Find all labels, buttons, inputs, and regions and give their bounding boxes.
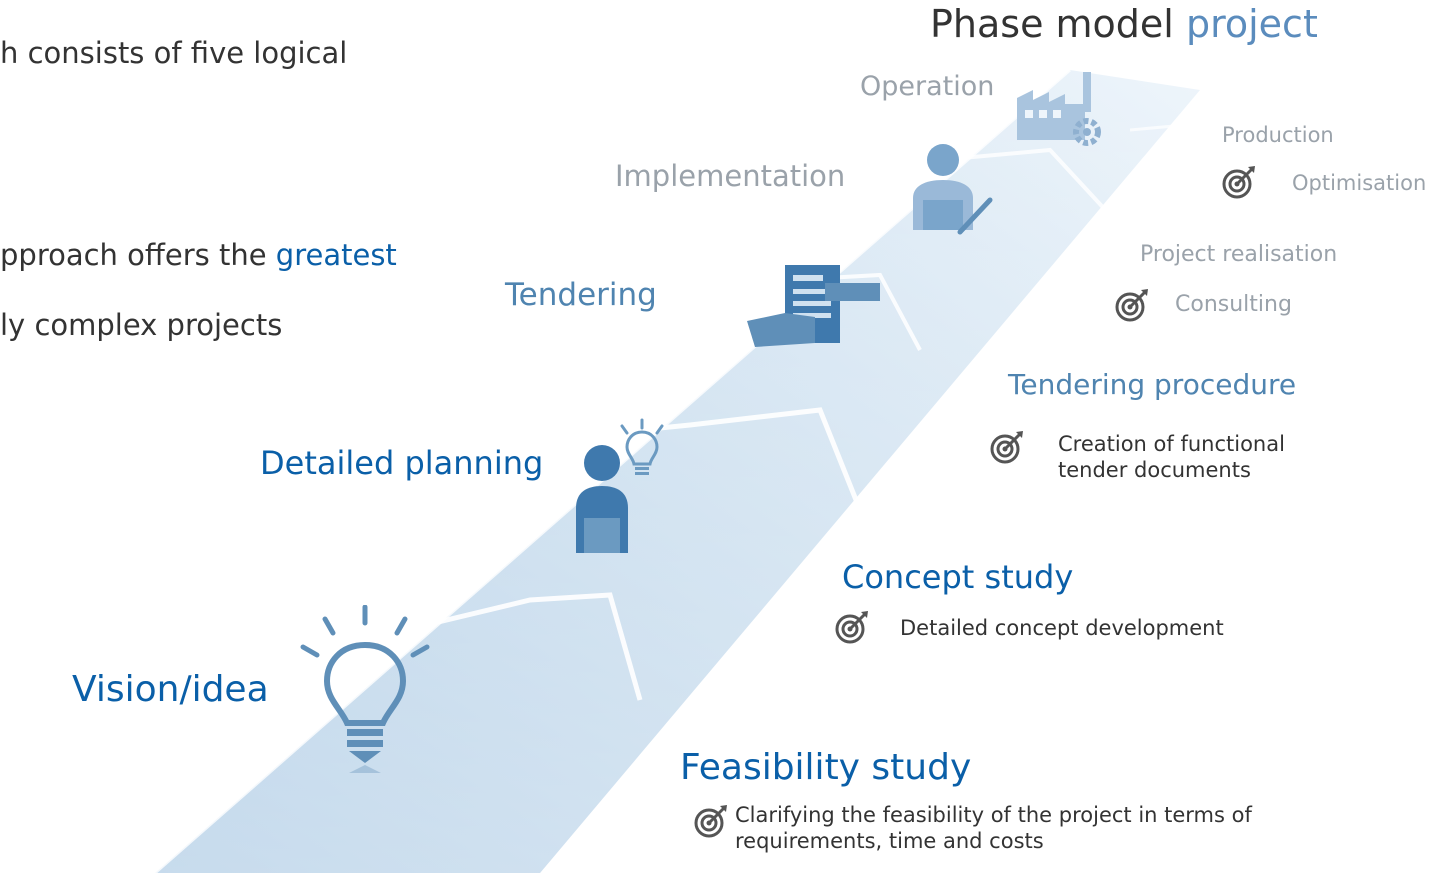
title-accent: project xyxy=(1185,2,1318,46)
worker-tools-icon xyxy=(913,144,993,235)
target-icon xyxy=(835,611,868,644)
feasibility-study-title: Feasibility study xyxy=(680,747,972,788)
target-icon xyxy=(694,805,727,838)
production-desc: Optimisation xyxy=(1292,171,1427,195)
phase-implementation: Implementation xyxy=(615,159,846,193)
title-prefix: Phase model xyxy=(930,2,1186,46)
intro-line-1: h consists of five logical xyxy=(0,36,348,70)
target-icon xyxy=(1222,166,1255,199)
intro-line-2: pproach offers the greatest xyxy=(0,238,397,272)
intro-line-2-accent: greatest xyxy=(275,238,397,272)
production-title: Production xyxy=(1222,123,1334,147)
factory-gear-icon xyxy=(1017,72,1101,146)
phase-tendering: Tendering xyxy=(505,277,657,313)
page-title: Phase model project xyxy=(930,2,1318,46)
project-realisation-desc: Consulting xyxy=(1175,292,1292,317)
feasibility-study-desc: Clarifying the feasibility of the projec… xyxy=(735,803,1252,853)
intro-line-3: ly complex projects xyxy=(0,308,283,342)
phase-detailed-planning: Detailed planning xyxy=(260,444,544,482)
intro-line-2-text: pproach offers the xyxy=(0,238,276,272)
project-realisation-title: Project realisation xyxy=(1140,242,1338,267)
phase-operation: Operation xyxy=(860,71,995,102)
worker-idea-icon xyxy=(576,418,664,553)
tender-documents-icon xyxy=(747,265,880,347)
tendering-procedure-title: Tendering procedure xyxy=(1008,368,1297,401)
tendering-procedure-desc: Creation of functional tender documents xyxy=(1058,432,1285,482)
lightbulb-icon xyxy=(300,605,430,773)
phase-vision-idea: Vision/idea xyxy=(72,669,269,710)
concept-study-title: Concept study xyxy=(842,558,1074,596)
concept-study-desc: Detailed concept development xyxy=(900,616,1224,640)
target-icon xyxy=(1115,289,1148,322)
target-icon xyxy=(990,431,1023,464)
